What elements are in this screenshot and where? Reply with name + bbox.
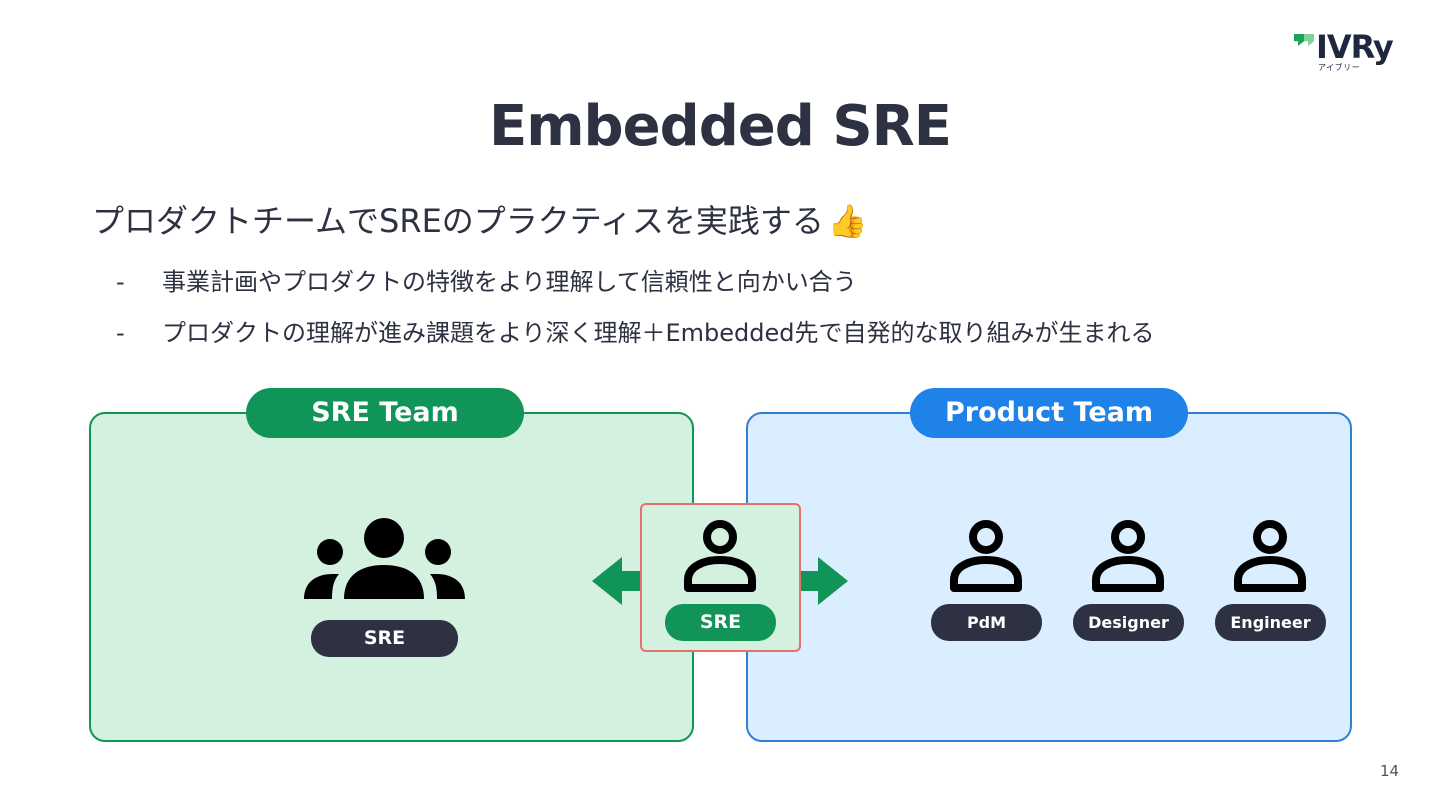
page-number: 14 xyxy=(1380,762,1400,780)
sre-team-label: SRE Team xyxy=(246,388,524,438)
ivry-logo: IVRy アイブリー xyxy=(1292,28,1412,72)
arrow-right-icon xyxy=(786,557,848,605)
bullet-dash: - xyxy=(116,319,125,347)
logo-text: IVRy xyxy=(1316,28,1394,66)
lead-text: プロダクトチームでSREのプラクティスを実践する👍 xyxy=(92,196,868,242)
lead-sentence: プロダクトチームでSREのプラクティスを実践する xyxy=(92,202,824,240)
person-icon xyxy=(684,520,756,592)
thumbs-up-icon: 👍 xyxy=(827,202,868,240)
person-icon xyxy=(1234,520,1306,592)
person-icon xyxy=(950,520,1022,592)
bullet-item: - 事業計画やプロダクトの特徴をより理解して信頼性と向かい合う xyxy=(116,262,857,297)
member-label-engineer: Engineer xyxy=(1215,604,1326,641)
member-label-designer: Designer xyxy=(1073,604,1184,641)
logo-mark-icon xyxy=(1294,34,1304,46)
product-team-panel xyxy=(746,412,1352,742)
member-label-pdm: PdM xyxy=(931,604,1042,641)
arrow-left-icon xyxy=(592,557,654,605)
sre-member-label: SRE xyxy=(311,620,458,657)
bullet-item: - プロダクトの理解が進み課題をより深く理解＋Embedded先で自発的な取り組み… xyxy=(116,313,1155,348)
bullet-dash: - xyxy=(116,268,125,296)
bullet-text: プロダクトの理解が進み課題をより深く理解＋Embedded先で自発的な取り組みが… xyxy=(162,319,1155,347)
person-icon xyxy=(1092,520,1164,592)
slide-title: Embedded SRE xyxy=(488,94,952,159)
group-icon xyxy=(304,518,465,599)
product-team-label: Product Team xyxy=(910,388,1188,438)
logo-mark-icon xyxy=(1304,34,1314,46)
bullet-text: 事業計画やプロダクトの特徴をより理解して信頼性と向かい合う xyxy=(162,268,857,296)
logo-subtext: アイブリー xyxy=(1318,63,1361,72)
embedded-sre-label: SRE xyxy=(665,604,776,641)
